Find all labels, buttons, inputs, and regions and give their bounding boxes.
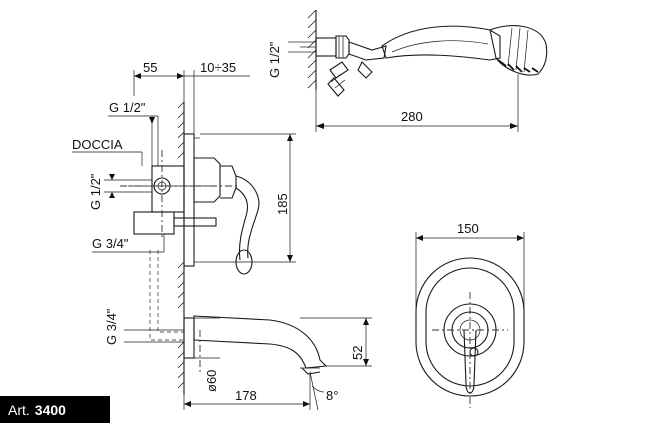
spout-height-label: 52 [350, 346, 365, 360]
plate-width-label: 150 [457, 221, 479, 236]
spout-diameter-label: ø60 [204, 370, 219, 392]
shower-head-view: 280 G 1/2" [267, 9, 548, 132]
mixer-side-view: 55 10÷35 G 1/2" DOCCIA G 1/2" 185 G 3/4"… [72, 60, 372, 411]
mixer-front-view: 150 [415, 221, 525, 408]
spout-length-label: 178 [235, 388, 257, 403]
spout-angle-label: 8° [326, 388, 338, 403]
article-badge: Art. 3400 [0, 396, 110, 423]
lower-thread-label: G 3/4" [92, 236, 129, 251]
doccia-thread-label: G 1/2" [88, 173, 103, 210]
shower-head-length-label: 280 [401, 109, 423, 124]
wall-range-label: 10÷35 [200, 60, 236, 75]
article-number: 3400 [34, 401, 66, 418]
inlet-thread-label: G 1/2" [109, 100, 146, 115]
shower-head-thread-label: G 1/2" [267, 41, 282, 78]
spout-thread-label: G 3/4" [104, 308, 119, 345]
doccia-label: DOCCIA [72, 137, 123, 152]
offset-55-label: 55 [143, 60, 157, 75]
article-prefix: Art. [8, 401, 30, 418]
body-height-label: 185 [275, 193, 290, 215]
